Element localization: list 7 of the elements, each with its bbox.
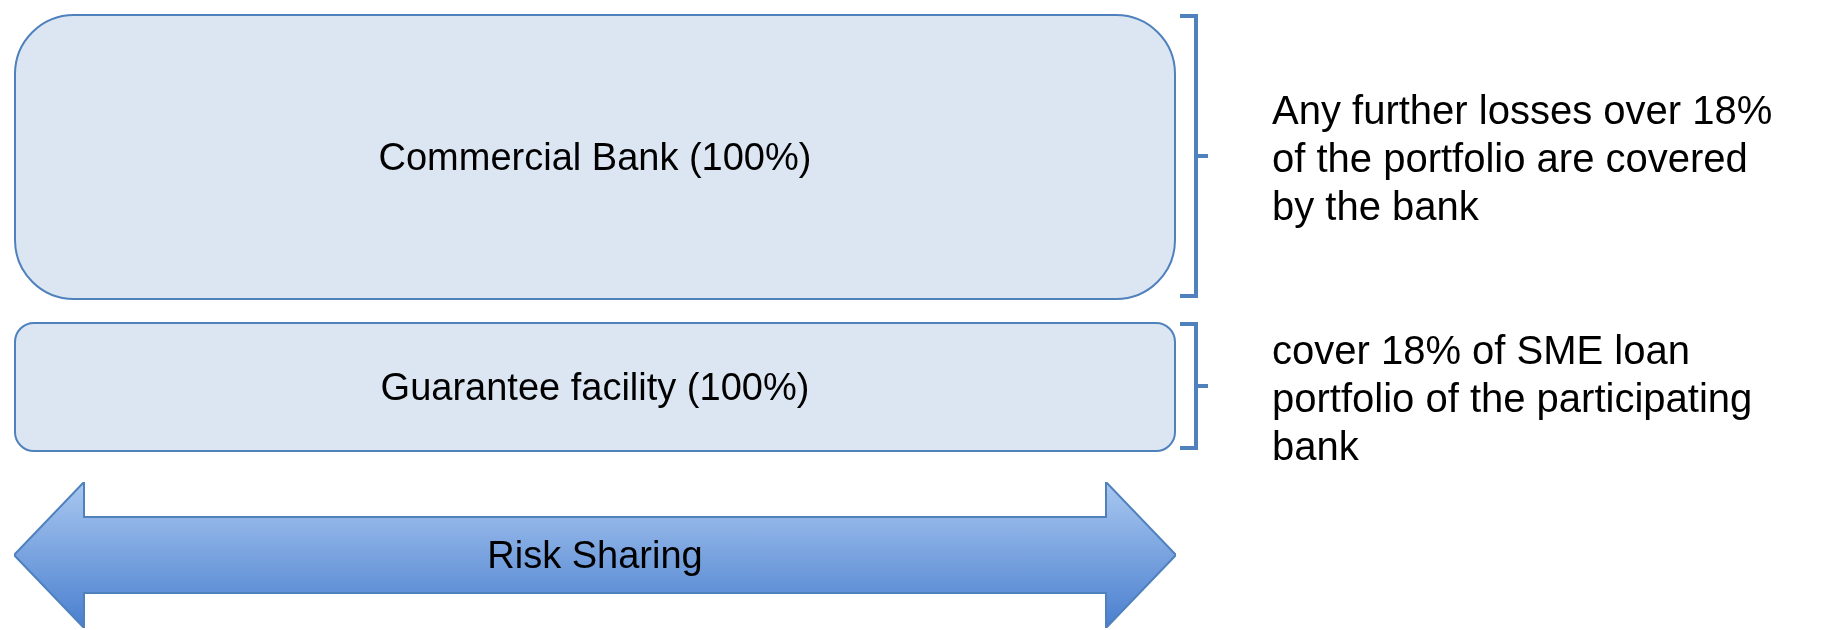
- note-text: cover 18% of SME loan portfolio of the participating bank: [1272, 327, 1754, 470]
- note-text: Any further losses over 18% of the portfolio are covered by the bank: [1272, 87, 1774, 230]
- bank-box: [14, 14, 1176, 300]
- node-text: Risk Sharing: [487, 533, 703, 577]
- node-text: Guarantee facility (100%): [380, 365, 810, 409]
- node-text: Commercial Bank (100%): [378, 135, 812, 179]
- guarantee-box: [14, 322, 1176, 452]
